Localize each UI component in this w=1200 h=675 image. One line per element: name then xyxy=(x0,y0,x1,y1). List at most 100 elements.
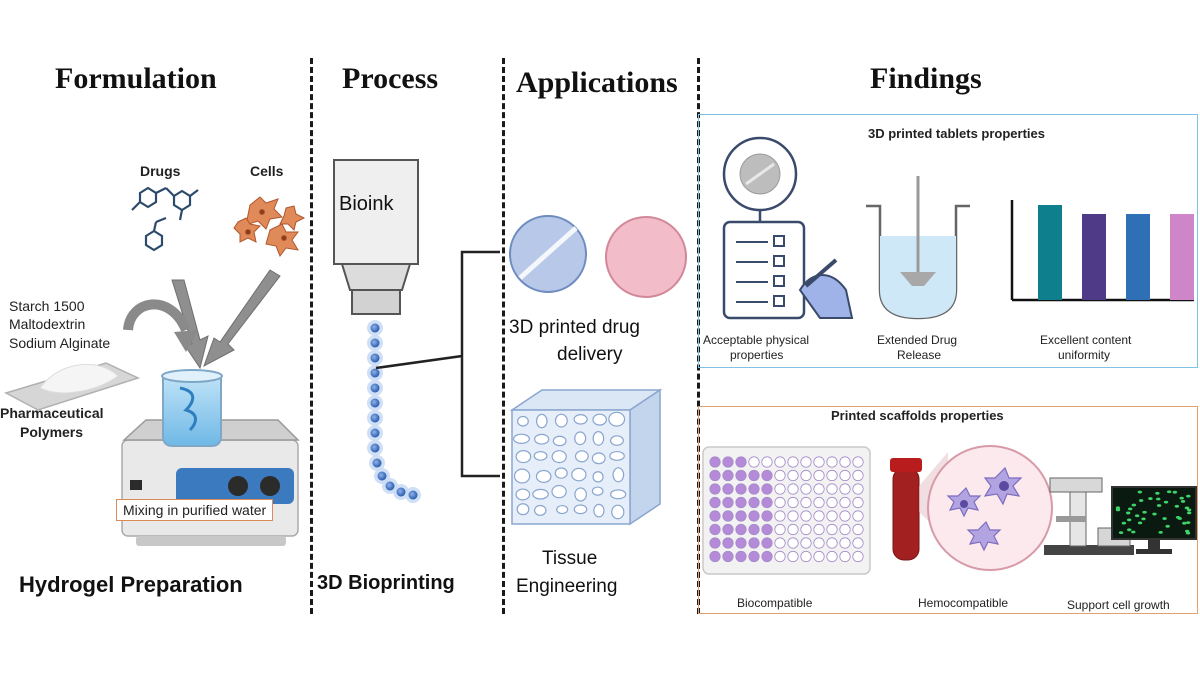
scaffold-icon xyxy=(509,388,663,526)
label-acceptable-physical: Acceptable physical xyxy=(703,333,810,347)
scaffold-pore xyxy=(552,435,567,447)
powder-tray-icon xyxy=(4,362,141,411)
scaffold-pore xyxy=(574,450,589,463)
well xyxy=(735,456,747,468)
well xyxy=(826,537,838,549)
fluorescent-cell xyxy=(1179,496,1184,500)
print-head-icon xyxy=(333,159,419,315)
well xyxy=(761,550,773,563)
scaffold-pore xyxy=(515,488,531,501)
scaffold-pore xyxy=(592,431,605,446)
well xyxy=(826,510,838,522)
well xyxy=(761,496,773,509)
fluorescent-cell xyxy=(1174,504,1180,508)
well xyxy=(722,483,734,495)
bioink-dot xyxy=(377,471,387,481)
fluorescent-cell xyxy=(1127,528,1132,532)
well xyxy=(839,483,851,495)
well xyxy=(839,550,851,563)
well xyxy=(813,510,825,522)
heading-process: Process xyxy=(342,62,439,95)
well xyxy=(774,469,786,482)
label-properties: properties xyxy=(730,348,784,362)
curved-arrow-icon xyxy=(123,299,198,352)
arrow-cells-to-beaker-icon xyxy=(203,269,281,368)
well xyxy=(839,537,851,549)
well xyxy=(761,469,773,482)
heading-formulation: Formulation xyxy=(55,62,217,95)
well xyxy=(709,496,721,509)
well xyxy=(735,550,747,563)
fluorescent-cell xyxy=(1131,503,1137,507)
well xyxy=(748,496,760,509)
well xyxy=(722,510,734,522)
scaffold-pore xyxy=(554,413,568,428)
scaffold-pore xyxy=(574,431,587,446)
scaffold-pore xyxy=(610,489,627,500)
well xyxy=(813,523,825,536)
label-drugs: Drugs xyxy=(140,163,181,179)
printed-bioink-dots-icon xyxy=(367,320,421,503)
scaffold-pore xyxy=(535,413,548,429)
scaffold-pore xyxy=(608,411,626,427)
fluorescent-cell xyxy=(1148,497,1153,500)
fluorescent-cell xyxy=(1126,518,1132,522)
well xyxy=(787,469,799,482)
label-release: Release xyxy=(897,348,942,362)
well xyxy=(748,510,760,522)
checklist-tablet-icon xyxy=(722,136,854,320)
well xyxy=(852,537,864,549)
fluorescent-cell xyxy=(1128,507,1133,511)
well xyxy=(787,510,799,522)
well xyxy=(722,523,734,536)
label-support-cell-growth: Support cell growth xyxy=(1067,598,1170,612)
bioink-dot xyxy=(385,481,395,491)
fluorescent-cell xyxy=(1186,511,1192,515)
scaffold-pore xyxy=(534,433,550,445)
well xyxy=(709,510,721,522)
cells-icon xyxy=(233,196,306,258)
scaffold-pore xyxy=(513,468,531,484)
fluorescent-cell xyxy=(1156,497,1161,501)
scaffold-pore xyxy=(533,504,547,516)
well xyxy=(748,537,760,549)
well xyxy=(839,496,851,509)
fluorescent-cell xyxy=(1184,506,1190,510)
label-bioink: Bioink xyxy=(339,193,394,215)
well xyxy=(735,510,747,522)
tablet-blue-icon xyxy=(509,215,587,293)
fluorescent-cell xyxy=(1156,504,1162,507)
well xyxy=(813,456,825,468)
fluorescent-cell xyxy=(1121,521,1127,525)
fluorescent-cell xyxy=(1115,506,1121,510)
fluorescent-cell xyxy=(1185,531,1191,535)
well xyxy=(774,510,786,522)
well xyxy=(761,523,773,536)
bioink-dot xyxy=(370,443,380,453)
well xyxy=(761,510,773,522)
well xyxy=(774,537,786,549)
well xyxy=(839,510,851,522)
fluorescent-cell xyxy=(1172,490,1178,494)
beaker-icon xyxy=(161,369,223,447)
well xyxy=(709,483,721,495)
bioink-dot xyxy=(370,338,380,348)
label-starch: Starch 1500 xyxy=(9,298,85,314)
bioink-dot xyxy=(370,428,380,438)
label-cells: Cells xyxy=(250,163,284,179)
well-plate-icon xyxy=(702,446,871,575)
label-drug-delivery-line2: delivery xyxy=(557,344,623,365)
well xyxy=(774,496,786,509)
well xyxy=(813,496,825,509)
fluorescent-cell xyxy=(1180,500,1186,503)
fluorescent-cell xyxy=(1141,517,1146,521)
bioink-dot xyxy=(396,487,406,497)
well xyxy=(787,550,799,563)
scaffold-pore xyxy=(533,451,548,461)
well xyxy=(748,523,760,536)
label-excellent-content: Excellent content xyxy=(1040,333,1132,347)
well xyxy=(826,456,838,468)
well xyxy=(787,483,799,495)
well xyxy=(839,523,851,536)
fluorescent-cell xyxy=(1137,521,1143,525)
